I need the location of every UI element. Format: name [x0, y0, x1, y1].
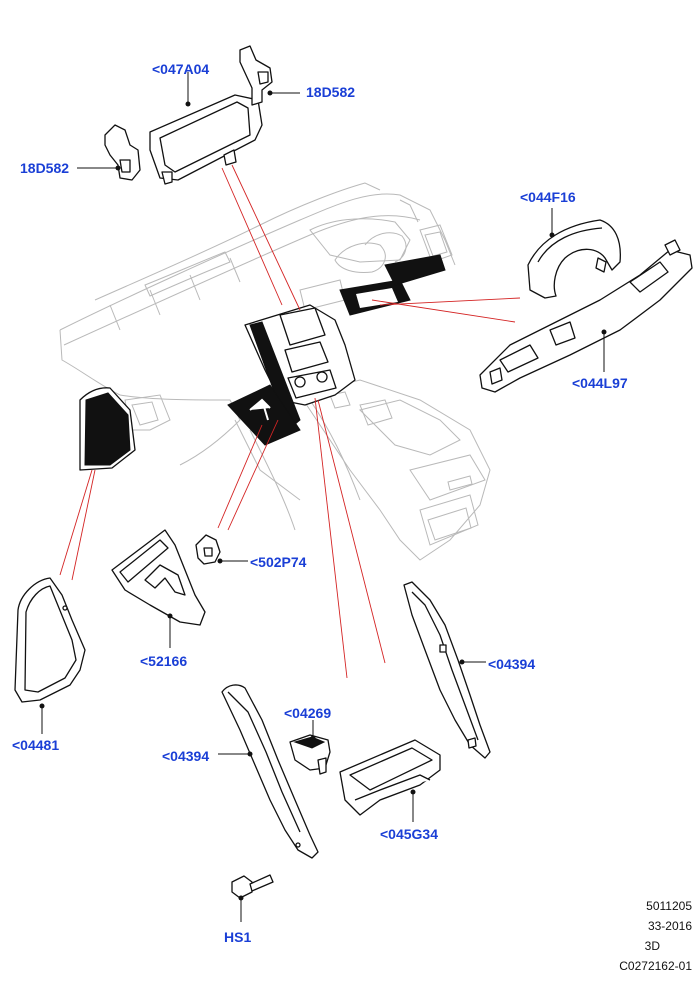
part-047A04-display[interactable]: <047A04: [149, 61, 263, 185]
callout-047A04[interactable]: <047A04: [152, 61, 209, 77]
part-044L97-dash-panel[interactable]: <044L97: [479, 239, 693, 393]
part-04394-right-trim[interactable]: <04394: [403, 581, 535, 759]
callout-044L97[interactable]: <044L97: [572, 375, 628, 391]
part-044F16-instrument-cowl[interactable]: <044F16: [520, 189, 621, 299]
part-04269-switch[interactable]: <04269: [284, 705, 331, 775]
part-045G34-storage-tray[interactable]: <045G34: [339, 739, 441, 842]
callout-04269[interactable]: <04269: [284, 705, 331, 721]
callout-04394-right[interactable]: <04394: [488, 656, 535, 672]
left-dashboard-endpanel: [79, 387, 136, 471]
ref-line-1: 5011205: [646, 899, 692, 913]
callout-04481[interactable]: <04481: [12, 737, 59, 753]
ref-line-3: 3D: [645, 939, 661, 953]
callout-502P74[interactable]: <502P74: [250, 554, 307, 570]
center-stack-assembly: [227, 254, 446, 446]
part-52166-bezel[interactable]: <52166: [111, 529, 206, 669]
drawing-reference-block: 5011205 33-2016 3D C0272162-01: [619, 899, 692, 973]
ref-line-2: 33-2016: [648, 919, 692, 933]
part-HS1-screw[interactable]: HS1: [224, 874, 274, 945]
ref-line-4: C0272162-01: [619, 959, 692, 973]
callout-04394-left[interactable]: <04394: [162, 748, 209, 764]
callout-044F16[interactable]: <044F16: [520, 189, 576, 205]
callout-18D582-left[interactable]: 18D582: [20, 160, 69, 176]
part-04394-left-trim[interactable]: <04394: [162, 684, 319, 859]
callout-045G34[interactable]: <045G34: [380, 826, 438, 842]
part-502P74-bracket[interactable]: <502P74: [195, 534, 307, 570]
part-18D582-left-bracket[interactable]: 18D582: [20, 124, 141, 181]
part-18D582-top-bracket[interactable]: 18D582: [239, 45, 355, 106]
part-04481-side-panel[interactable]: <04481: [12, 577, 86, 753]
callout-52166[interactable]: <52166: [140, 653, 187, 669]
callout-18D582-top[interactable]: 18D582: [306, 84, 355, 100]
dashboard-outline: [59, 182, 491, 561]
red-leader-lines: [59, 164, 521, 679]
callout-HS1[interactable]: HS1: [224, 929, 251, 945]
